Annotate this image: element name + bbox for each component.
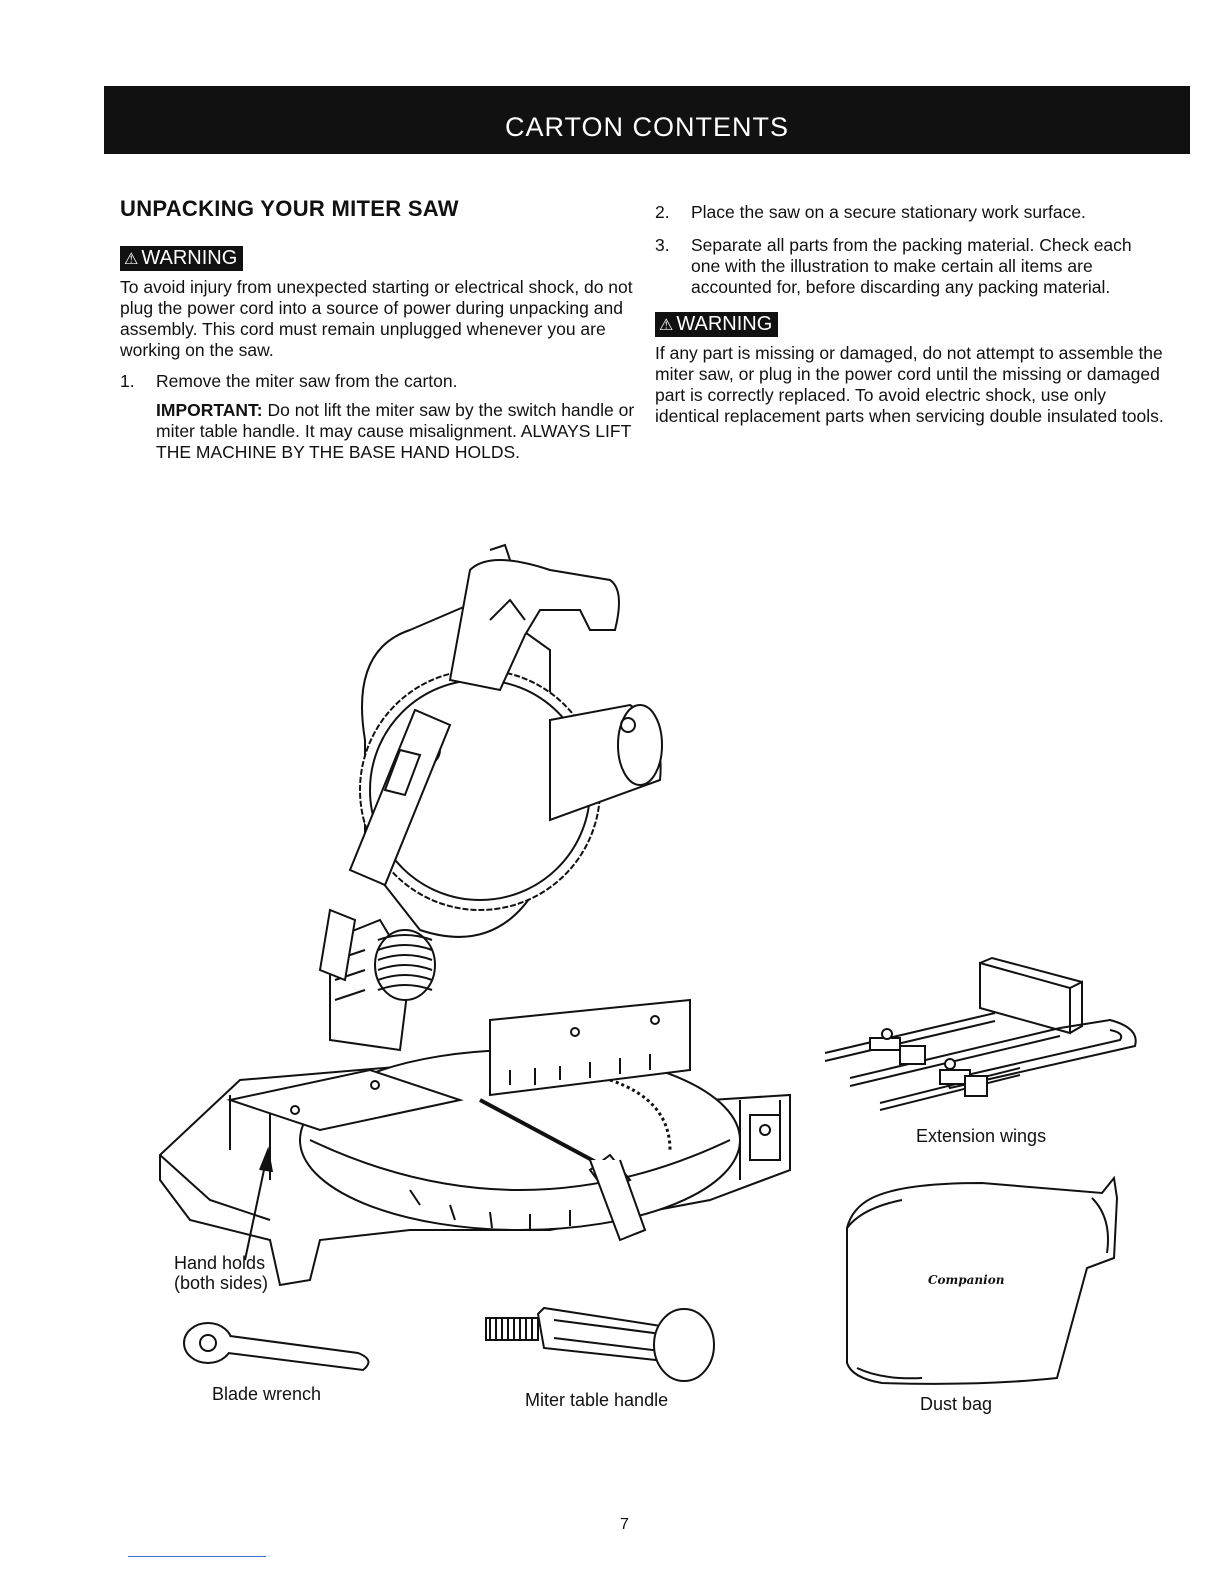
warning-label: WARNING <box>141 247 238 269</box>
step-number: 1. <box>120 371 135 391</box>
footer-rule <box>128 1556 266 1557</box>
warning-text: If any part is missing or damaged, do no… <box>655 343 1164 426</box>
step-text: Place the saw on a secure stationary wor… <box>691 202 1086 222</box>
warning-badge: ⚠WARNING <box>655 312 779 337</box>
page-title: CARTON CONTENTS <box>504 112 790 142</box>
hand-holds-caption-line-2: (both sides) <box>174 1273 269 1293</box>
step-number: 2. <box>655 202 670 222</box>
step-1: 1. Remove the miter saw from the carton. <box>120 371 640 392</box>
left-column: UNPACKING YOUR MITER SAW ⚠WARNING To avo… <box>120 196 640 463</box>
step-2: 2. Place the saw on a secure stationary … <box>655 202 1165 223</box>
miter-saw-illustration <box>159 543 791 1287</box>
extension-wings-illustration <box>824 956 1137 1111</box>
miter-table-handle-illustration <box>485 1306 715 1382</box>
important-text: Do not lift the miter saw by the switch … <box>156 400 635 462</box>
hand-holds-caption-line-1: Hand holds <box>174 1253 266 1273</box>
warning-text: To avoid injury from unexpected starting… <box>120 277 633 360</box>
miter-table-handle-caption: Miter table handle <box>525 1390 669 1410</box>
important-note: IMPORTANT: Do not lift the miter saw by … <box>120 400 640 463</box>
dust-bag-illustration <box>846 1175 1119 1385</box>
section-header-bar: CARTON CONTENTS <box>104 86 1190 154</box>
warning-triangle-icon: ⚠ <box>659 317 674 334</box>
blade-wrench-illustration <box>183 1322 370 1372</box>
step-3: 3. Separate all parts from the packing m… <box>655 235 1165 298</box>
warning-label: WARNING <box>676 313 773 335</box>
page-number: 7 <box>620 1516 629 1533</box>
step-text: Remove the miter saw from the carton. <box>156 371 458 391</box>
step-text: Separate all parts from the packing mate… <box>691 235 1132 297</box>
extension-wings-caption: Extension wings <box>916 1126 1047 1146</box>
dust-bag-brand-logo: Companion <box>928 1273 1005 1287</box>
blade-wrench-caption: Blade wrench <box>212 1384 322 1404</box>
important-label: IMPORTANT: <box>156 400 263 420</box>
warning-badge: ⚠WARNING <box>120 246 244 271</box>
section-title: UNPACKING YOUR MITER SAW <box>120 196 459 221</box>
hand-holds-caption: Hand holds (both sides) <box>174 1253 268 1293</box>
warning-triangle-icon: ⚠ <box>124 251 139 268</box>
dust-bag-caption: Dust bag <box>920 1394 993 1414</box>
right-column: 2. Place the saw on a secure stationary … <box>655 202 1165 427</box>
step-number: 3. <box>655 235 670 255</box>
